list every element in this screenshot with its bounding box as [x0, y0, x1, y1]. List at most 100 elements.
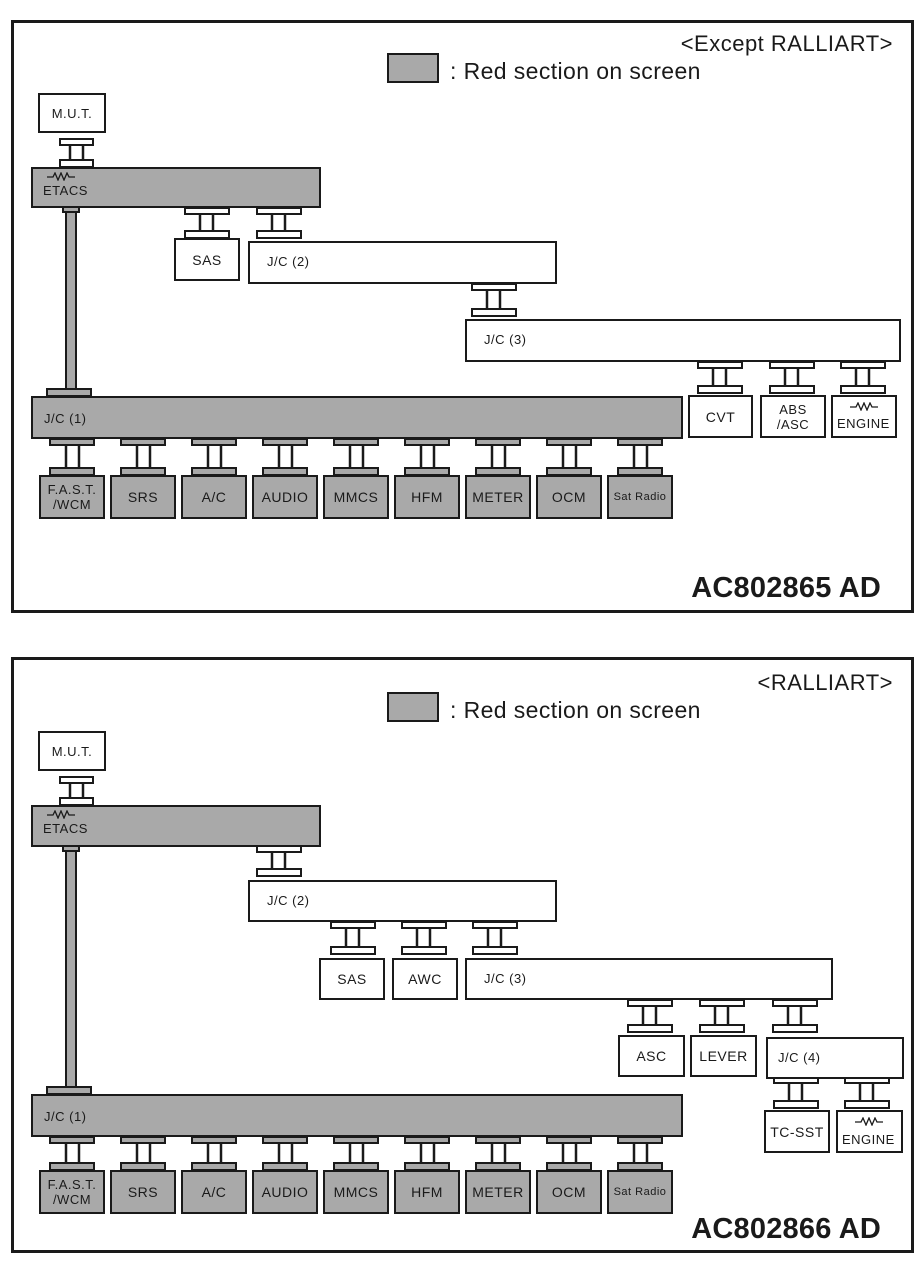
- tc-sst-label: TC-SST: [770, 1123, 824, 1140]
- connectors-jc1-devices: [49, 438, 663, 476]
- etacs-box: ETACS: [31, 167, 321, 208]
- engine-label: ENGINE: [842, 1132, 895, 1147]
- connectors-jc1-devices: [49, 1136, 663, 1171]
- connector-jc3-lever: [699, 999, 745, 1033]
- jc1-box: J/C (1): [31, 1094, 683, 1137]
- ocm-label: OCM: [551, 1184, 587, 1200]
- connector-plug-hfm: [404, 438, 450, 446]
- etacs-box: ETACS: [31, 805, 321, 847]
- srs-label: SRS: [127, 1184, 159, 1200]
- connector-plug-mmcs: [333, 1136, 379, 1144]
- mmcs-label: MMCS: [333, 489, 379, 505]
- hfm-label: HFM: [411, 489, 443, 505]
- connector-plug-srs: [120, 438, 166, 446]
- jc2-box: J/C (2): [248, 241, 557, 284]
- cvt-box: CVT: [688, 395, 753, 438]
- mut-label: M.U.T.: [51, 105, 93, 121]
- sat-radio-label: Sat Radio: [613, 1186, 667, 1198]
- srs-box: SRS: [110, 1170, 176, 1214]
- connector-jc2-sas: [330, 921, 376, 955]
- connector-jc2-awc: [401, 921, 447, 955]
- connector-plug-ac: [191, 1136, 237, 1144]
- jc3-box: J/C (3): [465, 319, 901, 362]
- connector-socket-srs: [120, 467, 166, 476]
- connector-socket-hfm: [404, 1162, 450, 1171]
- connector-plug-ocm: [546, 1136, 592, 1144]
- hfm-box: HFM: [394, 1170, 460, 1214]
- connector-plug-sat-radio: [617, 438, 663, 446]
- connector-socket-ocm: [546, 1162, 592, 1171]
- connector-jc4-tcsst: [773, 1076, 819, 1109]
- meter-label: METER: [472, 1184, 524, 1200]
- meter-box: METER: [465, 475, 531, 519]
- variant-label: <RALLIART>: [757, 670, 893, 695]
- connector-socket-fast-wcm: [49, 467, 95, 476]
- jc3-label: J/C (3): [484, 332, 527, 347]
- connector-jc3-engine: [840, 361, 886, 394]
- resistor-icon: [47, 810, 75, 819]
- diagram-panel-ralliart: <RALLIART> : Red section on screen: [11, 657, 914, 1253]
- ac-box: A/C: [181, 475, 247, 519]
- fast-wcm-label: F.A.S.T. /WCM: [47, 482, 97, 512]
- connector-socket-ocm: [546, 467, 592, 476]
- connector-jc3-abs: [769, 361, 815, 394]
- connector-jc4-engine: [844, 1076, 890, 1109]
- abs-asc-label: ABS /ASC: [776, 401, 810, 432]
- connector-jc3-jc4: [772, 999, 818, 1033]
- engine-box: ENGINE: [831, 395, 897, 438]
- ocm-box: OCM: [536, 1170, 602, 1214]
- engine-label: ENGINE: [837, 416, 890, 431]
- mut-label: M.U.T.: [51, 743, 93, 759]
- audio-box: AUDIO: [252, 475, 318, 519]
- ac-box: A/C: [181, 1170, 247, 1214]
- sas-label: SAS: [337, 971, 367, 987]
- connector-jc3-cvt: [697, 361, 743, 394]
- variant-label: <Except RALLIART>: [680, 31, 893, 56]
- tc-sst-box: TC-SST: [764, 1110, 830, 1153]
- mut-box: M.U.T.: [38, 731, 106, 771]
- connector-socket-audio: [262, 467, 308, 476]
- connector-jc2-jc3: [471, 283, 517, 317]
- srs-label: SRS: [127, 489, 159, 505]
- meter-label: METER: [472, 489, 524, 505]
- connector-socket-sat-radio: [617, 467, 663, 476]
- connector-plug-ac: [191, 438, 237, 446]
- jc4-label: J/C (4): [778, 1050, 821, 1065]
- sas-label: SAS: [192, 251, 222, 268]
- connector-plug-audio: [262, 438, 308, 446]
- connector-etacs-jc2: [256, 207, 302, 239]
- srs-box: SRS: [110, 475, 176, 519]
- audio-label: AUDIO: [261, 1184, 309, 1200]
- jc1-box: J/C (1): [31, 396, 683, 439]
- jc4-box: J/C (4): [766, 1037, 904, 1079]
- legend-swatch: [387, 692, 439, 722]
- ac-label: A/C: [201, 489, 227, 505]
- ocm-box: OCM: [536, 475, 602, 519]
- connector-plug-meter: [475, 1136, 521, 1144]
- jc1-label: J/C (1): [44, 1109, 87, 1124]
- etacs-label: ETACS: [43, 821, 88, 836]
- connector-plug-sat-radio: [617, 1136, 663, 1144]
- figure-code: AC802865 AD: [691, 572, 881, 604]
- lever-label: LEVER: [699, 1048, 748, 1064]
- fast-wcm-label: F.A.S.T. /WCM: [47, 1177, 97, 1207]
- connector-socket-sat-radio: [617, 1162, 663, 1171]
- legend-swatch: [387, 53, 439, 83]
- sas-box: SAS: [319, 958, 385, 1000]
- jc2-label: J/C (2): [267, 254, 310, 269]
- connector-socket-hfm: [404, 467, 450, 476]
- fast-wcm-box: F.A.S.T. /WCM: [39, 475, 105, 519]
- jc1-label: J/C (1): [44, 411, 87, 426]
- legend-text: : Red section on screen: [450, 58, 701, 84]
- connector-plug-mmcs: [333, 438, 379, 446]
- sat-radio-label: Sat Radio: [613, 491, 667, 503]
- resistor-icon: [47, 172, 75, 181]
- connector-plug-fast-wcm: [49, 1136, 95, 1144]
- lever-box: LEVER: [690, 1035, 757, 1077]
- meter-box: METER: [465, 1170, 531, 1214]
- diagram-panel-except-ralliart: <Except RALLIART> : Red section on scree…: [11, 20, 914, 613]
- mmcs-box: MMCS: [323, 1170, 389, 1214]
- cvt-label: CVT: [705, 408, 736, 425]
- trunk-etacs-jc1: [46, 844, 92, 1095]
- sat-radio-box: Sat Radio: [607, 475, 673, 519]
